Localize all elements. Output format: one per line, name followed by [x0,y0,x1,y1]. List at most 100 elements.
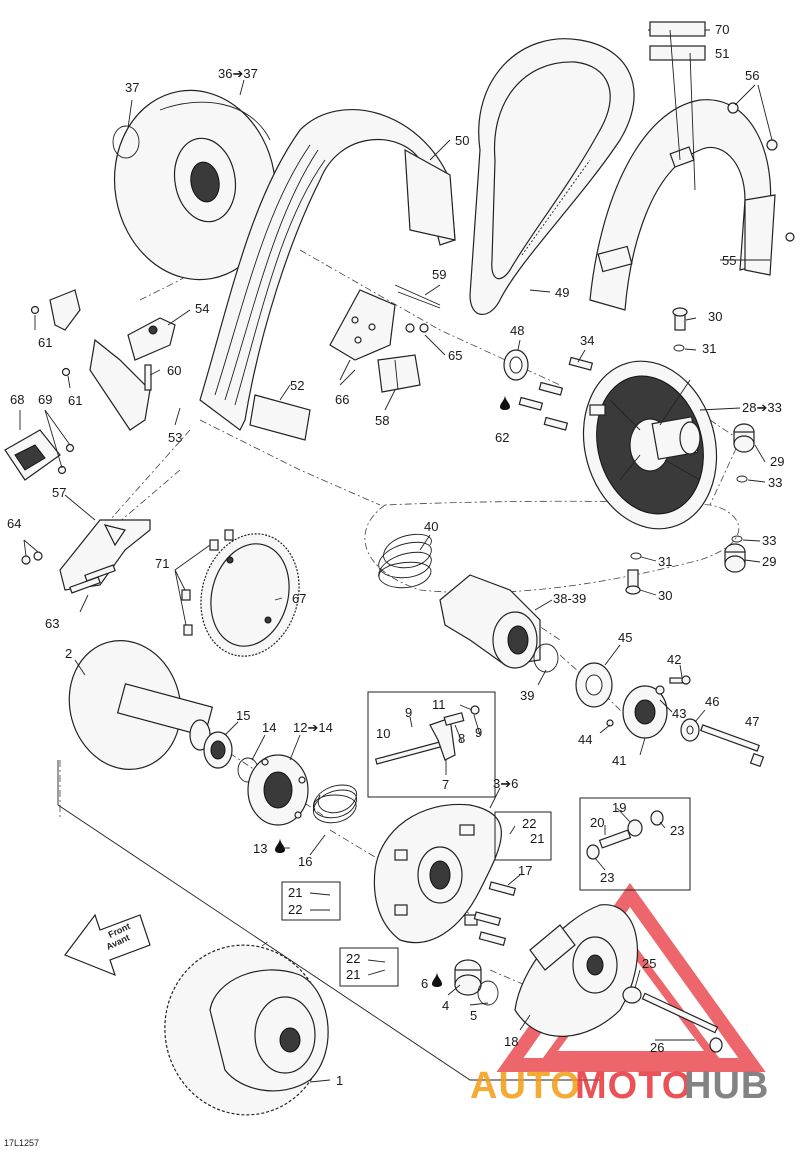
label-48: 48 [510,323,524,338]
label-19: 19 [612,800,626,815]
oring-31-top [673,344,685,352]
label-22c: 22 [346,951,360,966]
label-56: 56 [745,68,759,83]
inset-box-22-21 [494,811,552,861]
label-58: 58 [375,413,389,428]
label-42: 42 [667,652,681,667]
label-49: 49 [555,285,569,300]
ring-gear-67 [200,533,300,657]
watermark-auto: AUTO [470,1065,581,1107]
label-10: 10 [376,726,390,741]
label-14: 14 [262,720,276,735]
label-52: 52 [290,378,304,393]
label-61a: 61 [38,335,52,350]
label-65: 65 [448,348,462,363]
label-43: 43 [672,706,686,721]
governor-18 [514,904,639,1037]
label-66: 66 [335,392,349,407]
label-21a: 21 [530,831,544,846]
label-21b: 21 [288,885,302,900]
label-61b: 61 [68,393,82,408]
label-40: 40 [424,519,438,534]
screws-65 [405,323,429,333]
label-6: 6 [421,976,428,991]
bushing-15 [203,731,233,769]
reference-line [57,760,600,1081]
leader-lines [19,29,773,1083]
label-63: 63 [45,616,59,631]
inset-box-19-23 [579,797,691,891]
label-44: 44 [578,732,592,747]
roller-23 [650,810,664,826]
label-39: 39 [520,688,534,703]
bolts-34 [518,356,594,431]
bolt-30-top [672,307,688,331]
screws-56 [727,102,795,242]
label-71: 71 [155,556,169,571]
label-20: 20 [590,815,604,830]
label-36-37: 36➔37 [218,66,258,81]
label-50: 50 [455,133,469,148]
label-31b: 31 [658,554,672,569]
bracket-54 [127,317,176,361]
label-3-6: 3➔6 [493,776,518,791]
label-46: 46 [705,694,719,709]
sticker-70 [649,21,706,37]
label-55: 55 [722,253,736,268]
screws-63 [69,564,116,594]
pin-10 [374,740,446,765]
screw-42 [669,675,691,685]
label-15: 15 [236,708,250,723]
clip-59 [394,284,441,309]
label-22a: 22 [522,816,536,831]
label-17: 17 [518,863,532,878]
label-34: 34 [580,333,594,348]
pin-20 [586,829,632,860]
label-33a: 33 [768,475,782,490]
label-13: 13 [253,841,267,856]
label-9b: 9 [475,725,482,740]
label-8: 8 [458,731,465,746]
screws-61 [30,305,71,377]
ring-5 [477,980,499,1006]
bolt-47 [700,724,765,768]
label-45: 45 [618,630,632,645]
bushing-4 [454,959,482,996]
label-51: 51 [715,46,729,61]
label-11: 11 [432,697,446,712]
bracket-60 [49,289,152,431]
watermark-text: AUTO MOTO HUB [470,1065,768,1107]
label-29b: 29 [762,554,776,569]
label-28-33: 28➔33 [742,400,782,415]
bolt-26 [641,992,723,1053]
label-70: 70 [715,22,729,37]
label-67: 67 [292,591,306,606]
label-21c: 21 [346,967,360,982]
reference-code: 17L1257 [4,1138,39,1148]
nuts-64 [21,551,43,565]
belt-guard-55 [589,99,776,311]
label-30b: 30 [658,588,672,603]
washer-45 [575,662,613,708]
snap-ring-39 [533,643,559,673]
clip-33-top [736,475,748,483]
label-59: 59 [432,267,446,282]
label-12-14: 12➔14 [293,720,333,735]
label-54: 54 [195,301,209,316]
pad-68 [4,429,61,481]
front-arrow-icon: Front Avant [64,913,151,977]
label-4: 4 [442,998,449,1013]
spacer-29-bottom [724,543,746,573]
label-1: 1 [336,1073,343,1088]
label-30a: 30 [708,309,722,324]
label-5: 5 [470,1008,477,1023]
label-53: 53 [168,430,182,445]
grease-62 [500,395,510,410]
bracket-66 [329,289,396,361]
driven-pulley-28 [582,360,718,530]
screws-69 [57,443,75,475]
spring-40 [378,533,432,589]
drive-belt-49 [469,38,635,315]
washer-48 [503,349,529,381]
watermark-moto: MOTO [575,1065,692,1107]
